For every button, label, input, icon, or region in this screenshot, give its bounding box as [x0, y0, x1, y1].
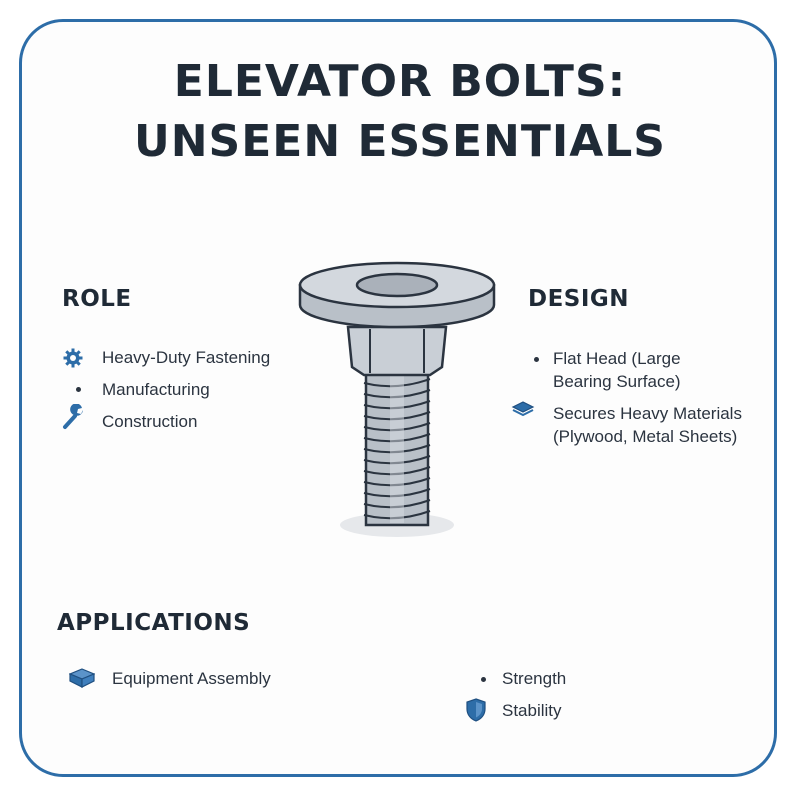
bullet-icon	[76, 387, 81, 392]
role-item-heavy-duty-fastening: Heavy-Duty Fastening	[102, 348, 271, 367]
bolt-neck	[346, 325, 448, 377]
wrench-icon	[63, 404, 83, 429]
applications-item-stability: Stability	[502, 701, 562, 720]
applications-item-strength: Strength	[502, 669, 567, 688]
role-item-manufacturing: Manufacturing	[102, 380, 210, 399]
page-title: ELEVATOR BOLTS: UNSEEN ESSENTIALS	[0, 52, 800, 172]
design-item-secures-line-2: (Plywood, Metal Sheets)	[553, 427, 738, 446]
applications-item-equipment-assembly: Equipment Assembly	[112, 669, 271, 688]
bullet-icon	[534, 357, 539, 362]
box-icon	[69, 668, 95, 688]
design-item-flat-head-line-1: Flat Head (Large	[553, 349, 681, 368]
title-line-2: UNSEEN ESSENTIALS	[133, 116, 666, 167]
elevator-bolt-illustration	[298, 261, 496, 537]
design-heading: DESIGN	[528, 286, 630, 312]
shield-icon	[466, 698, 486, 722]
role-item-construction: Construction	[102, 412, 198, 431]
role-heading: ROLE	[62, 286, 132, 312]
bolt-head-recess	[355, 272, 439, 298]
gear-icon	[63, 348, 83, 368]
bullet-icon	[481, 677, 486, 682]
applications-heading: APPLICATIONS	[57, 610, 251, 636]
layers-icon	[511, 401, 535, 417]
title-line-1: ELEVATOR BOLTS:	[173, 56, 627, 107]
design-item-secures-line-1: Secures Heavy Materials	[553, 404, 742, 423]
design-item-flat-head-line-2: Bearing Surface)	[553, 372, 681, 391]
